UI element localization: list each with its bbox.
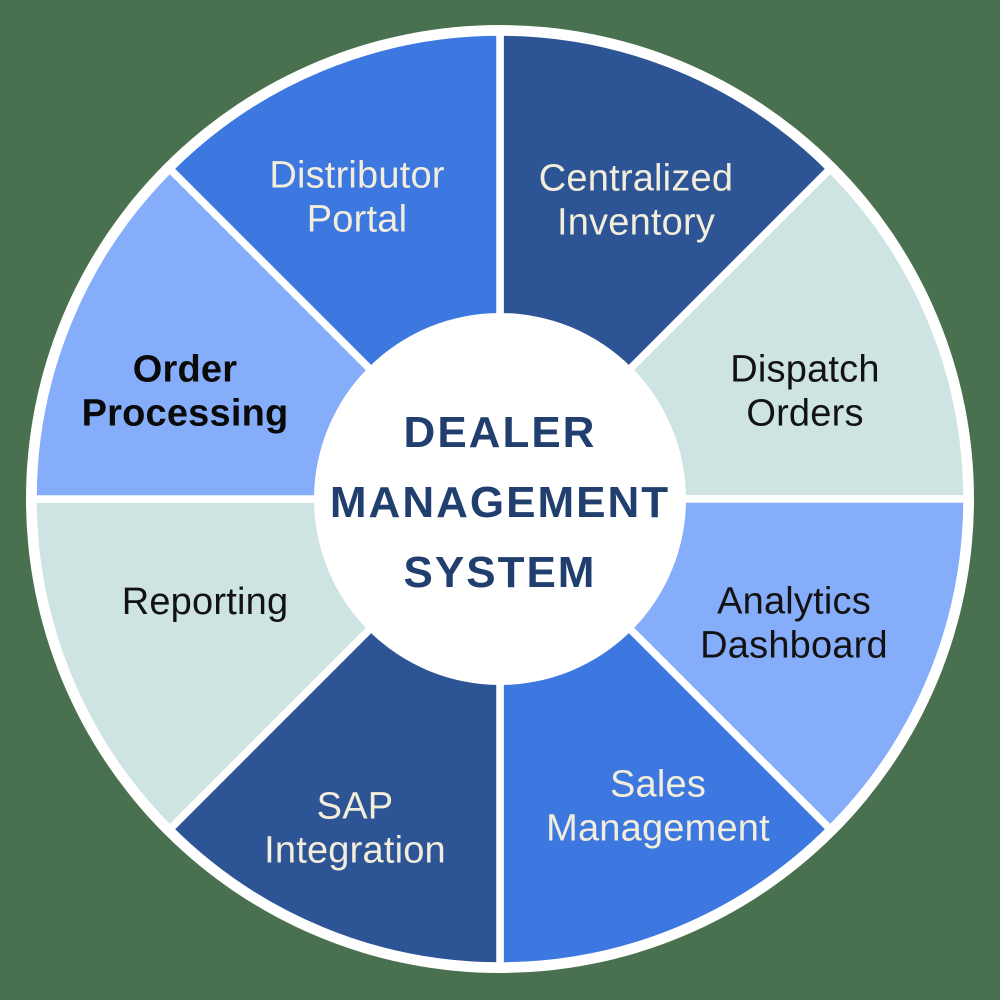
segment-label-reporting: Reporting	[121, 580, 289, 623]
segment-label-dispatch-orders: Dispatch Orders	[730, 348, 880, 435]
segment-label-analytics-dashboard: Analytics Dashboard	[700, 580, 888, 667]
hub-circle	[314, 313, 686, 685]
hub-title: DEALER MANAGEMENT SYSTEM	[329, 408, 671, 597]
segment-label-distributor-portal: Distributor Portal	[269, 154, 445, 241]
segment-label-sales-management: Sales Management	[546, 763, 770, 850]
segment-label-centralized-inventory: Centralized Inventory	[538, 157, 734, 244]
segment-label-sap-integration: SAP Integration	[264, 785, 446, 872]
segment-label-order-processing: Order Processing	[81, 348, 289, 435]
